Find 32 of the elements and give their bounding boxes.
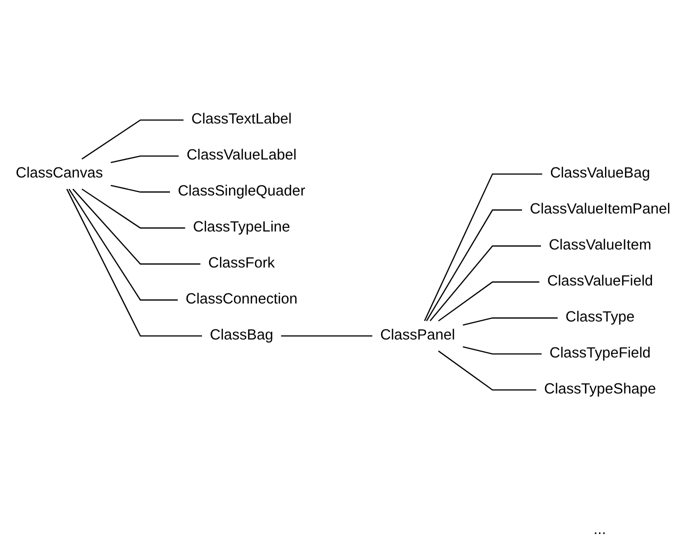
node-text: ClassTypeField: [550, 344, 651, 362]
connector: [72, 188, 200, 265]
node-text: ClassTextLabel: [191, 110, 292, 128]
node-text: ClassCanvas: [16, 164, 103, 182]
connector: [66, 188, 202, 337]
node-text: ClassPanel: [380, 326, 455, 344]
connector: [438, 281, 540, 322]
node-text: ClassSingleQuader: [178, 182, 306, 200]
connector: [68, 188, 178, 301]
ellipsis-note: ...: [593, 521, 606, 538]
connector: [281, 335, 372, 337]
connector: [462, 317, 558, 326]
connector: [82, 188, 186, 229]
connector: [110, 184, 170, 193]
node-text: ClassValueBag: [550, 164, 650, 182]
node-text: ClassType: [566, 308, 635, 326]
node-text: ClassFork: [208, 254, 275, 272]
node-text: ClassValueLabel: [186, 146, 296, 164]
connector: [110, 155, 179, 164]
connector: [424, 173, 542, 322]
node-text: ClassTypeShape: [544, 380, 656, 398]
node-text: ClassTypeLine: [193, 218, 290, 236]
node-text: ClassValueItem: [548, 236, 652, 254]
connector: [82, 119, 184, 160]
node-text: ClassConnection: [186, 290, 298, 308]
node-text: ClassValueField: [547, 272, 653, 290]
connector: [430, 245, 541, 322]
connector: [462, 346, 542, 355]
connector: [438, 350, 536, 391]
node-text: ClassBag: [210, 326, 274, 344]
connector: [426, 209, 522, 322]
node-text: ClassValueItemPanel: [530, 200, 670, 218]
